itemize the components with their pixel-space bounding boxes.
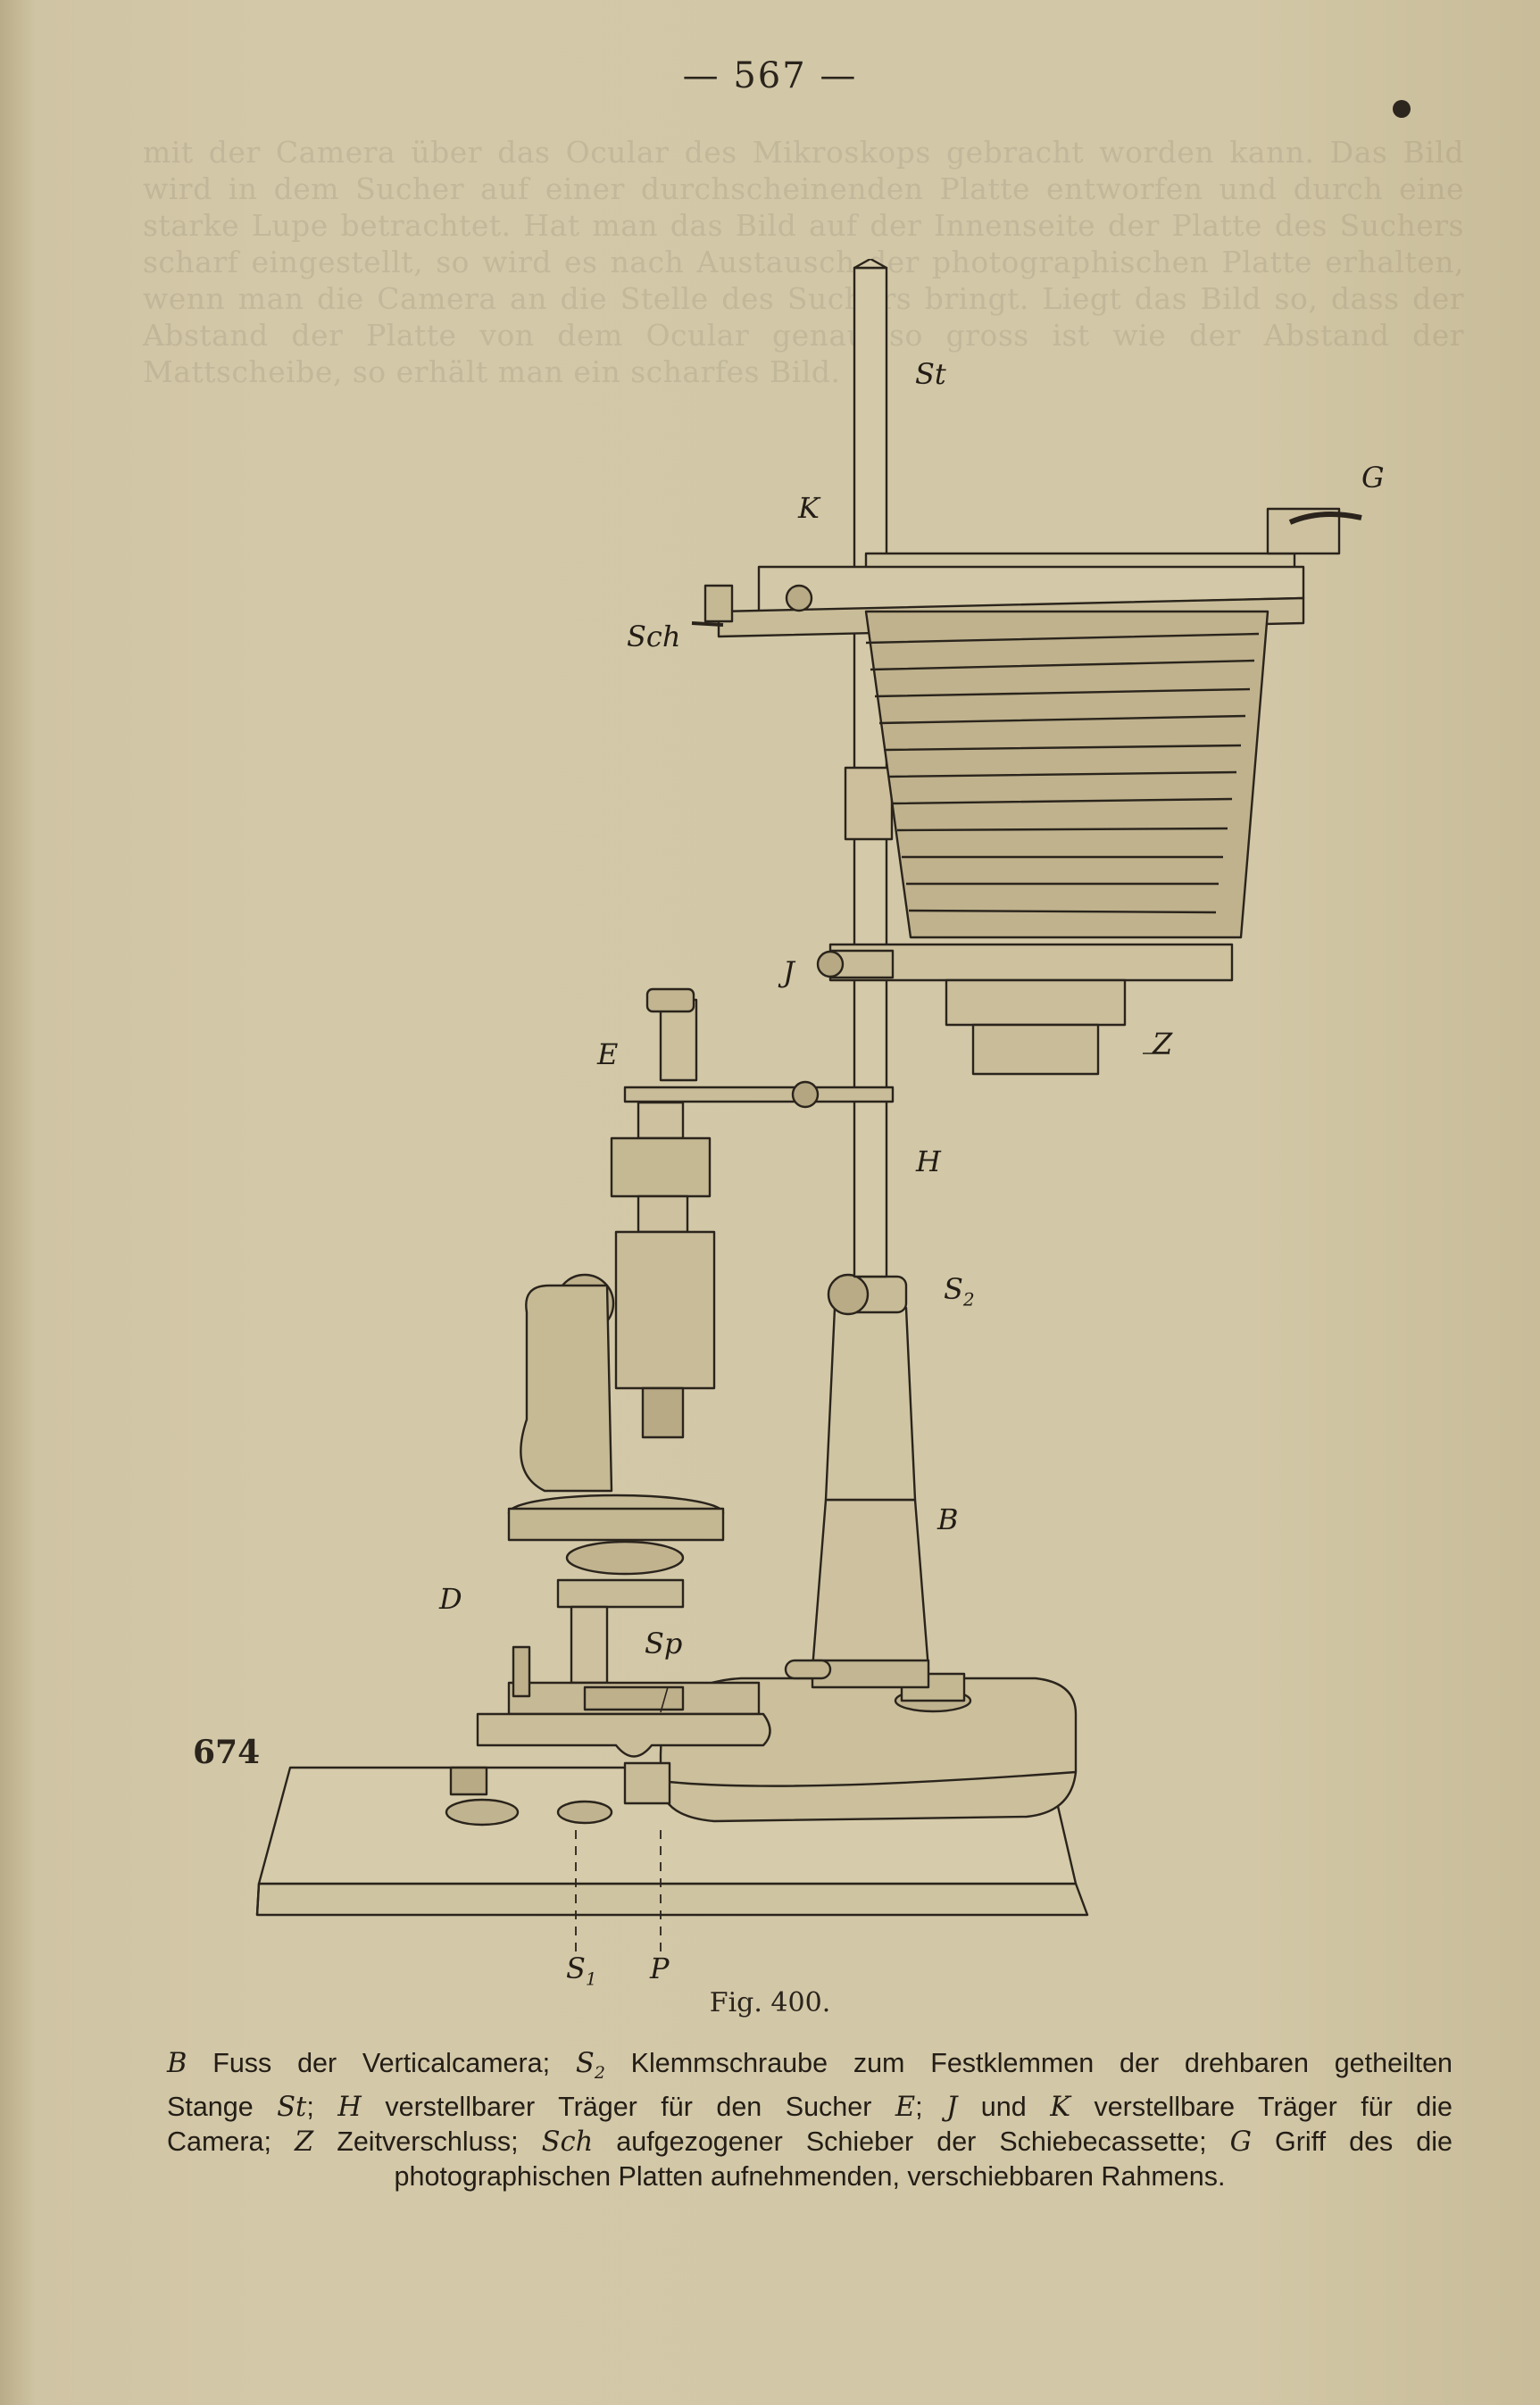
label-s2: S2 [944,1272,975,1310]
label-s2-main: S [944,1272,963,1306]
label-s1-sub: 1 [585,1968,597,1990]
label-k: K [798,491,820,525]
legend-symbol-g: G [1229,2126,1253,2159]
label-sch: Sch [627,620,681,653]
legend-symbol-k: K [1050,2092,1070,2124]
legend-text: ; [915,2092,947,2123]
legend-symbol-st: St [277,2092,307,2124]
label-s1: S1 [566,1951,597,1989]
legend-text: Klemmschraube zum Festklemmen der drehba… [604,2048,1453,2078]
legend-symbol-z: Z [294,2126,314,2159]
ink-smudge [1393,100,1411,118]
label-s2-sub: 2 [962,1288,975,1311]
legend-line-1: B Fuss der Verticalcamera; S2 Klemmschra… [167,2046,1453,2090]
column-drawing [811,1273,930,1689]
label-d: D [439,1582,462,1616]
finder-drawing [623,987,895,1109]
rod-drawing [844,259,894,1278]
legend-text: und [957,2092,1051,2123]
legend-symbol-s2-sub: 2 [594,2063,605,2084]
microscope-camera-illustration [241,259,1482,1995]
legend-symbol-s2: S2 [575,2048,605,2083]
plate-number: 674 [193,1734,261,1771]
label-g: G [1361,461,1385,495]
legend-symbol-b: B [167,2048,187,2079]
legend-text: Zeitverschluss; [313,2126,542,2158]
label-j: J [783,955,795,989]
label-h: H [916,1144,941,1178]
legend-symbol-sch: Sch [541,2126,594,2159]
microscope-drawing [445,1101,832,1827]
camera-drawing [691,507,1362,1076]
bleed-through-text: mit der Camera über das Ocular des Mikro… [143,135,1464,389]
page-number: — 567 — [682,55,858,96]
legend-symbol-e: E [895,2092,916,2124]
legend-text: Camera; [167,2126,295,2158]
label-b: B [937,1502,959,1536]
figure-legend: B Fuss der Verticalcamera; S2 Klemmschra… [167,2046,1453,2193]
legend-text: verstellbare Träger für die [1070,2092,1453,2123]
dashed-guides [575,1830,662,1955]
legend-text: Griff des die [1252,2126,1453,2158]
label-e: E [597,1037,619,1071]
label-leaders [660,1053,1170,1713]
legend-text: verstellbarer Träger für den Sucher [361,2092,895,2123]
legend-text: aufgezogener Schieber der Schiebecassett… [593,2126,1230,2158]
legend-line-4: photographischen Platten aufnehmenden, v… [394,2161,1226,2193]
label-s1-main: S [566,1951,586,1985]
label-z: Z [1153,1027,1173,1061]
label-p: P [650,1951,670,1985]
bracket-j-drawing [816,949,895,979]
label-sp: Sp [645,1627,683,1660]
legend-line-3: Camera; Z Zeitverschluss; Sch aufgezogen… [167,2125,1453,2160]
legend-line-2: Stange St; H verstellbarer Träger für de… [167,2090,1453,2125]
legend-text: Stange [167,2092,278,2123]
label-st: St [915,357,946,391]
legend-text: Fuss der Verticalcamera; [187,2048,576,2078]
figure-caption: Fig. 400. [709,1987,831,2018]
legend-symbol-h: H [337,2092,362,2124]
legend-symbol-s2-main: S [575,2048,595,2079]
legend-text: ; [306,2092,338,2123]
legend-symbol-j: J [946,2092,958,2124]
